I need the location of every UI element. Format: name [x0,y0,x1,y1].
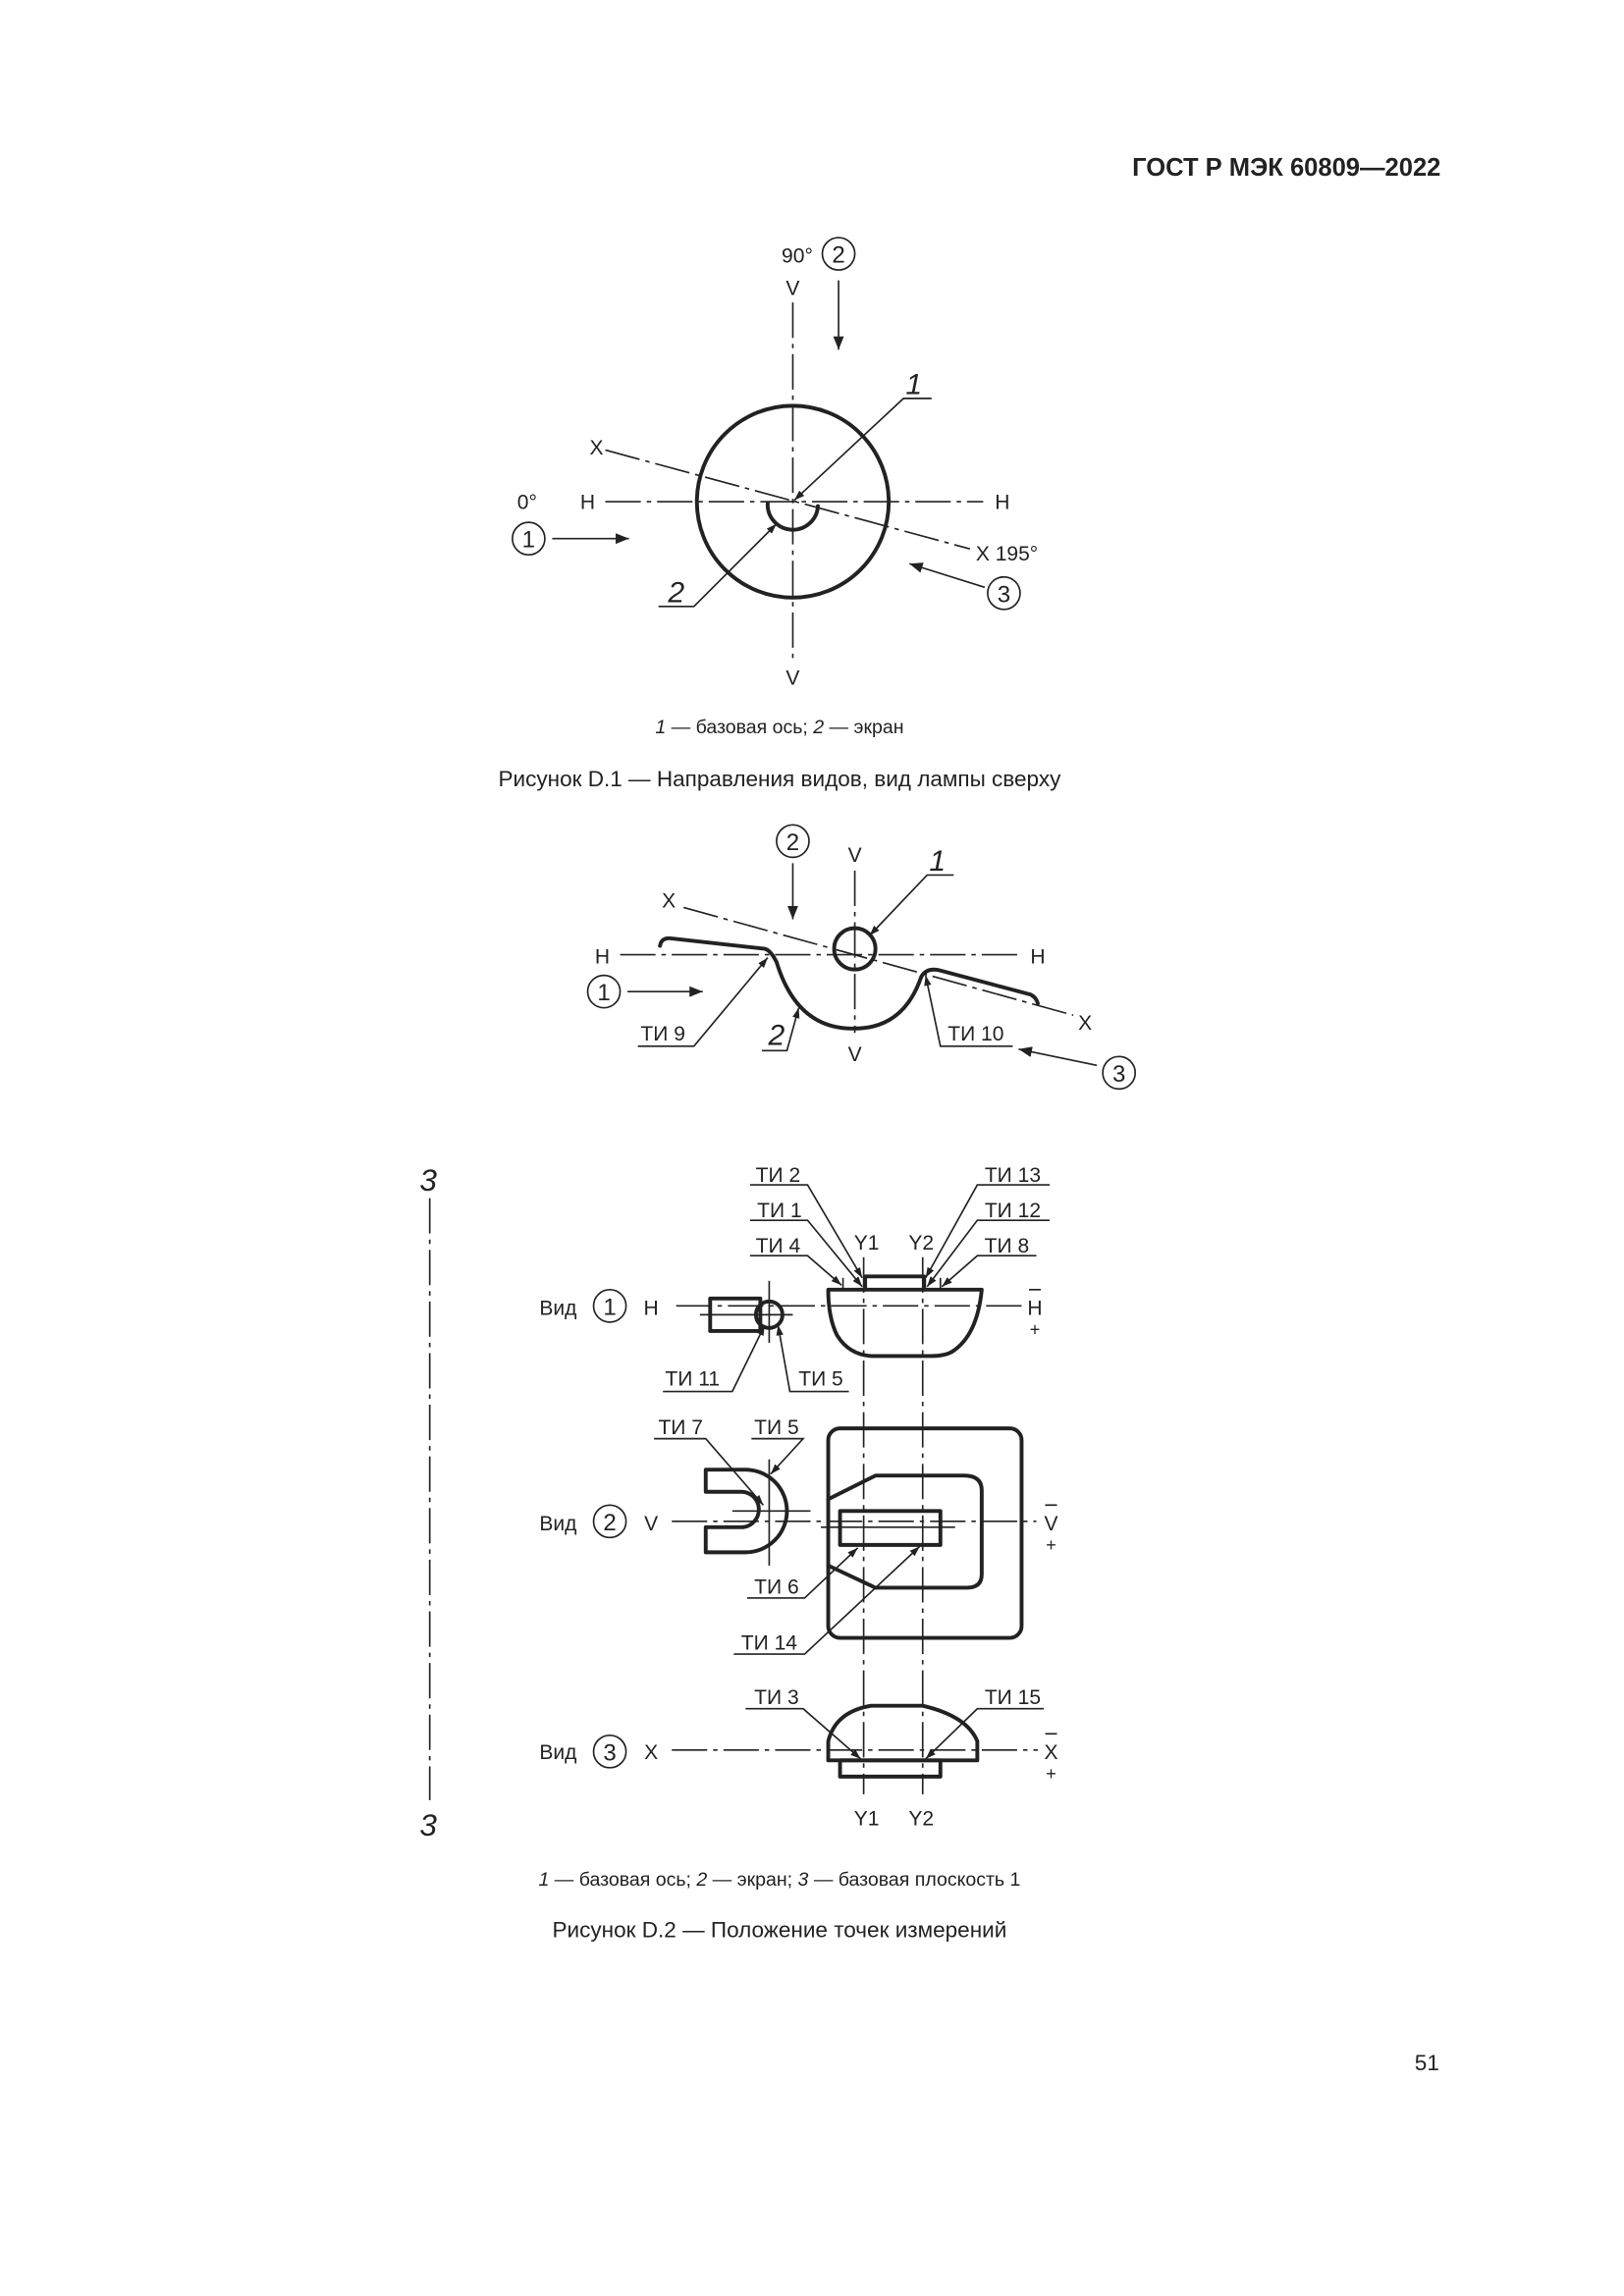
page-number: 51 [1415,2051,1439,2075]
svg-text:V: V [848,1043,862,1066]
svg-text:ТИ 5: ТИ 5 [754,1416,799,1439]
svg-text:1: 1 [603,1294,616,1320]
view-2-marker: 2 [832,242,844,269]
svg-text:ТИ 11: ТИ 11 [665,1368,720,1391]
view-1-marker: 1 [522,527,535,554]
svg-text:2: 2 [667,576,684,609]
svg-text:X: X [1045,1741,1058,1764]
svg-text:2: 2 [768,1019,785,1051]
svg-text:ТИ 7: ТИ 7 [658,1416,703,1439]
svg-text:ТИ 14: ТИ 14 [741,1632,798,1655]
svg-text:2: 2 [603,1510,616,1536]
svg-text:ТИ 12: ТИ 12 [985,1200,1041,1222]
svg-text:ТИ 8: ТИ 8 [985,1235,1030,1257]
svg-text:ТИ 2: ТИ 2 [756,1164,801,1187]
view-3-marker: 3 [998,581,1010,608]
svg-text:V: V [785,278,799,300]
svg-text:V: V [785,667,799,689]
svg-text:2: 2 [786,829,799,856]
svg-text:ТИ 10: ТИ 10 [947,1023,1003,1045]
svg-text:Y2: Y2 [908,1232,934,1255]
reflector-outline [658,935,1040,1031]
svg-text:X: X [662,889,676,912]
figure-d2-views: 3 3 Y1 Y2 Y1 Y2 Вид 1 H H + ТИ 2 ТИ 1 ТИ… [419,1162,1057,1842]
svg-text:+: + [1046,1535,1056,1555]
figure-d1-legend: 1 — базовая ось; 2 — экран [655,717,903,738]
svg-text:ТИ 1: ТИ 1 [757,1200,802,1222]
svg-text:ТИ 9: ТИ 9 [640,1023,685,1045]
figure-d2-legend: 1 — базовая ось; 2 — экран; 3 — базовая … [538,1869,1020,1891]
svg-text:H: H [1027,1297,1042,1319]
svg-text:V: V [644,1513,658,1535]
svg-text:3: 3 [603,1739,616,1766]
svg-text:1: 1 [905,368,922,400]
svg-text:+: + [1030,1319,1041,1339]
lamp-outline [694,403,892,600]
svg-text:3: 3 [419,1162,437,1198]
svg-text:H: H [644,1297,659,1319]
svg-text:ТИ 5: ТИ 5 [798,1368,843,1391]
svg-text:H: H [1030,946,1045,969]
svg-text:H: H [580,492,595,514]
svg-text:Y2: Y2 [908,1807,934,1830]
svg-text:Y1: Y1 [854,1807,880,1830]
svg-text:Вид: Вид [539,1513,576,1535]
figure-d1-caption: Рисунок D.1 — Направления видов, вид лам… [498,767,1061,791]
svg-text:3: 3 [419,1807,437,1842]
svg-text:H: H [995,492,1009,514]
svg-text:H: H [595,946,610,969]
svg-text:Вид: Вид [539,1741,576,1764]
svg-text:X 195°: X 195° [976,543,1038,565]
svg-text:V: V [848,844,862,867]
svg-text:+: + [1046,1764,1056,1784]
screen-arc [765,501,820,532]
document-header: ГОСТ Р МЭК 60809—2022 [1132,154,1440,182]
svg-text:ТИ 15: ТИ 15 [985,1686,1041,1709]
svg-text:0°: 0° [517,492,537,514]
svg-text:ТИ 13: ТИ 13 [985,1164,1041,1187]
figure-d2-side-view: V V H H X X 2 1 3 1 2 ТИ 9 ТИ 10 [586,824,1137,1091]
svg-text:X: X [644,1741,658,1764]
svg-text:V: V [1045,1513,1058,1535]
svg-text:3: 3 [1112,1061,1125,1088]
figure-d1: V V H H X X 195° 90° 2 0° 1 3 1 2 [512,237,1038,689]
svg-text:X: X [1078,1012,1092,1035]
svg-text:1: 1 [929,845,946,878]
svg-text:ТИ 6: ТИ 6 [754,1575,799,1598]
svg-text:Вид: Вид [539,1297,576,1319]
svg-text:ТИ 4: ТИ 4 [756,1235,801,1257]
svg-text:X: X [590,437,604,459]
svg-text:Y1: Y1 [854,1232,880,1255]
svg-text:90°: 90° [782,245,813,268]
svg-text:1: 1 [597,980,610,1006]
svg-text:ТИ 3: ТИ 3 [754,1686,799,1709]
figure-d2-caption: Рисунок D.2 — Положение точек измерений [553,1918,1007,1943]
